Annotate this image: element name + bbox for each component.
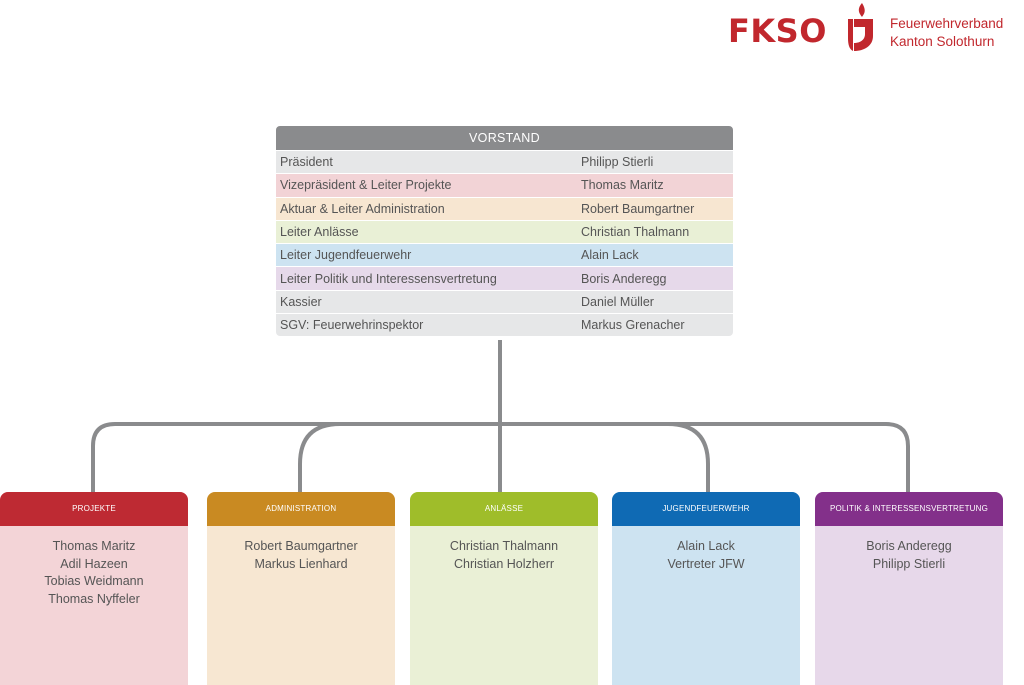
department-member: Markus Lienhard (254, 556, 348, 571)
vorstand-row: Vizepräsident & Leiter Projekte Thomas Ma… (276, 173, 733, 197)
vorstand-person: Thomas Maritz (581, 178, 664, 193)
vorstand-person: Alain Lack (581, 248, 639, 263)
vorstand-row: Aktuar & Leiter Administration Robert Bau… (276, 196, 733, 220)
vorstand-role: Präsident (280, 155, 333, 170)
vorstand-row: SGV: Feuerwehrinspektor Markus Grenacher (276, 313, 733, 337)
vorstand-row: Leiter Jugendfeuerwehr Alain Lack (276, 243, 733, 267)
flame-shield-icon (848, 3, 873, 51)
vorstand-row: Leiter Anlässe Christian Thalmann (276, 219, 733, 244)
department-member: Tobias Weidmann (44, 574, 144, 588)
vorstand-row: Leiter Politik und Interessensvertretung… (276, 266, 733, 290)
logo-line-2: Kanton Solothurn (890, 34, 995, 49)
department-member: Thomas Nyffeler (48, 591, 140, 606)
vorstand-role: Aktuar & Leiter Administration (280, 201, 445, 216)
department-member: Christian Thalmann (449, 539, 559, 553)
vorstand-person: Boris Anderegg (581, 271, 667, 286)
vorstand-title: VORSTAND (276, 126, 733, 150)
department-member: Christian Holzherr (453, 556, 555, 571)
logo-abbreviation: FKSO (728, 12, 827, 50)
department-member: Alain Lack (677, 539, 735, 553)
department-title: PROJEKTE (0, 492, 188, 526)
vorstand-role: Leiter Anlässe (280, 225, 359, 240)
department-title: POLITIK & INTERESSENSVERTRETUNG (815, 492, 1003, 526)
department-title: JUGENDFEUERWEHR (612, 492, 800, 526)
logo-line-1: Feuerwehrverband (890, 16, 1004, 31)
department-member: Adil Hazeen (60, 556, 128, 571)
vorstand-row: Präsident Philipp Stierli (276, 150, 733, 174)
vorstand-role: Kassier (280, 294, 322, 309)
vorstand-row: Kassier Daniel Müller (276, 289, 733, 314)
vorstand-person: Philipp Stierli (581, 155, 654, 170)
department-title: ANLÄSSE (410, 492, 598, 526)
vorstand-role: SGV: Feuerwehrinspektor (280, 318, 424, 333)
vorstand-role: Vizepräsident & Leiter Projekte (280, 178, 452, 193)
department-member: Thomas Maritz (52, 539, 136, 553)
department-member: Philipp Stierli (872, 556, 946, 571)
vorstand-person: Daniel Müller (581, 294, 654, 309)
vorstand-person: Christian Thalmann (581, 225, 690, 240)
department-member: Boris Anderegg (866, 539, 952, 553)
connector-branch-jugendfeuerwehr (667, 422, 710, 492)
connector-branch-administration (298, 422, 341, 492)
vorstand-person: Robert Baumgartner (581, 201, 695, 216)
vorstand-role: Leiter Politik und Interessensvertretung (280, 271, 497, 286)
department-member: Vertreter JFW (667, 556, 745, 571)
fkso-logo[interactable]: FKSO Feuerwehrverband Kanton Solothurn (728, 2, 1024, 54)
logo-subtitle: Feuerwehrverband Kanton Solothurn (890, 15, 1003, 51)
vorstand-role: Leiter Jugendfeuerwehr (280, 248, 412, 263)
connector-bus (91, 422, 910, 492)
department-title: ADMINISTRATION (207, 492, 395, 526)
department-member: Robert Baumgartner (244, 539, 358, 553)
vorstand-person: Markus Grenacher (581, 318, 685, 333)
